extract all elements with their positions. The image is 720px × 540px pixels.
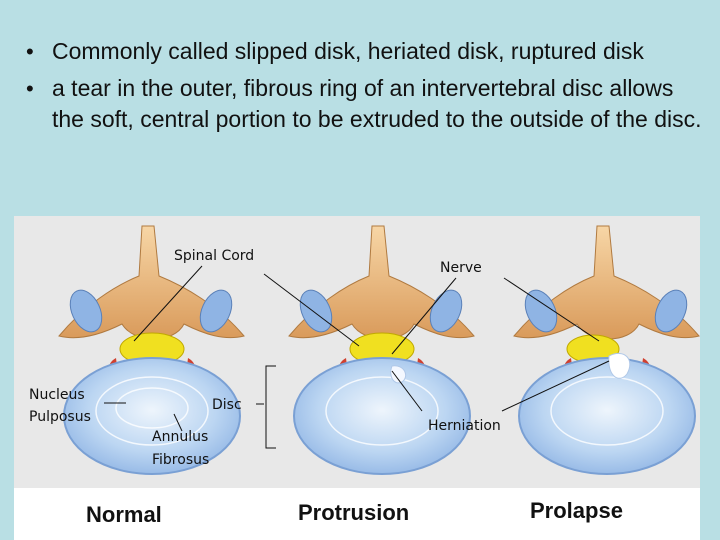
bullet-item: a tear in the outer, fibrous ring of an … xyxy=(24,73,704,135)
bullet-list: Commonly called slipped disk, heriated d… xyxy=(24,36,704,141)
caption-protrusion: Protrusion xyxy=(298,500,409,525)
caption-prolapse: Prolapse xyxy=(530,498,623,523)
label-fibrosus: Fibrosus xyxy=(152,452,209,468)
vertebra-normal xyxy=(58,225,245,475)
herniated-disc-diagram: Spinal Cord Nerve Nucleus Pulposus Disc … xyxy=(14,216,700,540)
bullet-item: Commonly called slipped disk, heriated d… xyxy=(24,36,704,67)
label-pulposus: Pulposus xyxy=(29,409,91,425)
vertebra-protrusion xyxy=(288,225,475,475)
caption-band xyxy=(14,488,700,540)
label-nucleus: Nucleus xyxy=(29,387,85,403)
vertebra-prolapse xyxy=(513,225,700,475)
label-nerve: Nerve xyxy=(440,260,482,276)
label-spinal-cord: Spinal Cord xyxy=(174,248,254,264)
label-disc: Disc xyxy=(212,397,242,413)
diagram-svg: Spinal Cord Nerve Nucleus Pulposus Disc … xyxy=(29,225,700,527)
caption-normal: Normal xyxy=(86,502,162,527)
label-herniation: Herniation xyxy=(428,418,501,434)
leader-lines xyxy=(104,265,610,449)
label-annulus: Annulus xyxy=(152,429,208,445)
